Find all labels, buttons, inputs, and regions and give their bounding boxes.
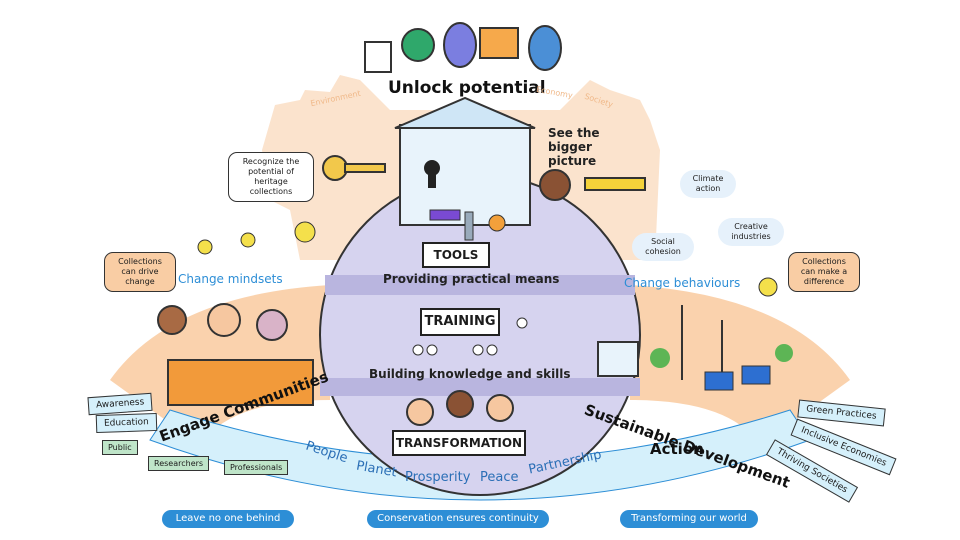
heritage-note: Recognize the potential of heritage coll… — [228, 152, 314, 202]
cloud-social-cohesion: Social cohesion — [632, 233, 694, 261]
hammer-icon — [429, 209, 461, 221]
sustainable-development-action: Action — [650, 440, 704, 458]
lightbulb-icon — [294, 221, 316, 243]
solar-panel-icon — [704, 371, 734, 391]
person-icon — [472, 344, 484, 356]
transformation-label: TRANSFORMATION — [392, 430, 526, 456]
person-icon — [256, 309, 288, 341]
arc-word-prosperity: Prosperity — [405, 470, 471, 485]
sun-icon — [758, 277, 778, 297]
person-icon — [157, 305, 187, 335]
solar-panel-icon — [741, 365, 771, 385]
arc-word-peace: Peace — [480, 470, 519, 485]
change-mindsets-label: Change mindsets — [178, 272, 283, 286]
flag-public: Public — [102, 440, 138, 455]
temple-roof — [394, 96, 536, 129]
flag-professionals: Professionals — [224, 460, 289, 475]
houses-icon — [167, 359, 314, 406]
flag-researchers: Researchers — [148, 456, 210, 471]
lightbulb-icon — [197, 239, 213, 255]
person-icon — [486, 394, 514, 422]
footer-transforming-world: Transforming our world — [620, 510, 758, 528]
bar-education: Education — [95, 412, 158, 434]
mask-icon — [528, 25, 562, 71]
bigger-picture-note: See the bigger picture — [548, 126, 600, 168]
sdg-wheel-icon — [488, 214, 506, 232]
sphere-band-tools — [325, 275, 635, 295]
footer-leave-no-one-behind: Leave no one behind — [162, 510, 294, 528]
person-icon — [207, 303, 241, 337]
main-title: Unlock potential — [388, 78, 546, 98]
person-icon — [539, 169, 571, 201]
tree-icon — [650, 348, 670, 368]
temple-box — [399, 124, 531, 226]
tools-caption: Providing practical means — [383, 272, 560, 286]
tools-label: TOOLS — [422, 242, 490, 268]
tree-icon — [775, 344, 793, 362]
training-label: TRAINING — [420, 308, 500, 336]
collections-make-difference-bubble: Collections can make a difference — [788, 252, 860, 292]
painting-icon — [479, 27, 519, 59]
key-icon — [322, 155, 386, 181]
person-icon — [446, 390, 474, 418]
footer-conservation-continuity: Conservation ensures continuity — [367, 510, 549, 528]
wrench-icon — [464, 211, 474, 241]
telescope-icon — [584, 177, 646, 191]
coin-icon — [401, 28, 435, 62]
person-icon — [486, 344, 498, 356]
vase-icon — [443, 22, 477, 68]
cloud-climate-action: Climate action — [680, 170, 736, 198]
person-icon — [406, 398, 434, 426]
collections-drive-change-bubble: Collections can drive change — [104, 252, 176, 292]
cloud-creative-industries: Creative industries — [718, 218, 784, 246]
training-caption: Building knowledge and skills — [369, 367, 571, 381]
right-band — [630, 285, 850, 445]
scroll-icon — [364, 41, 392, 73]
lightbulb-icon — [240, 232, 256, 248]
person-icon — [426, 344, 438, 356]
museum-icon — [597, 341, 639, 377]
person-icon — [412, 344, 424, 356]
change-behaviours-label: Change behaviours — [624, 276, 741, 290]
sphere-band-training — [320, 378, 640, 396]
person-icon — [516, 317, 528, 329]
